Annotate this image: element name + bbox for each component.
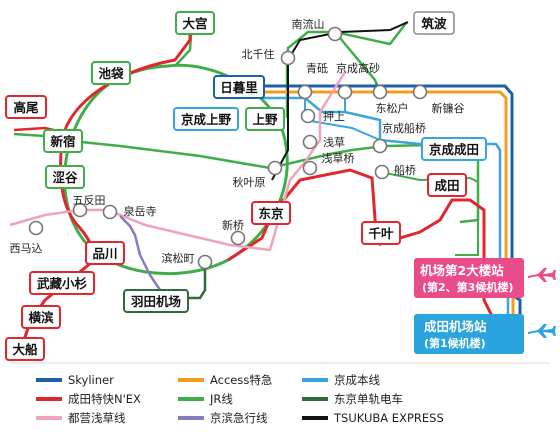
label-oshiage: 押上: [323, 109, 345, 123]
label-gotanda: 五反田: [73, 194, 106, 207]
legend-item: 东京单轨电车: [302, 392, 403, 406]
station-yokohama: 横滨: [28, 310, 54, 325]
terminal1-box: 成田机场站 (第1候机楼): [414, 314, 556, 354]
station-tokyo: 东京: [258, 206, 284, 221]
legend-item: 都营浅草线: [36, 411, 126, 425]
station-omiya: 大宫: [182, 16, 207, 31]
boxed-stations: 大宫 筑波 池袋 日暮里 高尾 京成上野 上野 新宿 京成成田 涩谷 成田 东京…: [5, 11, 487, 361]
legend-item: TSUKUBA EXPRESS: [302, 411, 444, 425]
station-keisei-ueno: 京成上野: [181, 112, 232, 127]
station-chiba: 千叶: [368, 226, 394, 241]
airplane-icon: [528, 268, 556, 282]
label-kita-senju: 北千住: [242, 47, 275, 61]
station-keisei-narita: 京成成田: [429, 142, 479, 157]
station-haneda: 羽田机场: [131, 294, 181, 309]
station-tsukuba: 筑波: [421, 16, 447, 31]
legend-item: 京滨急行线: [178, 411, 268, 425]
terminal2-subtitle: (第2、第3候机楼): [422, 280, 513, 294]
label-hamamatsucho: 滨松町: [162, 251, 195, 265]
legend-label: Skyliner: [68, 373, 114, 387]
station-shinjuku: 新宿: [50, 134, 75, 149]
label-sengakuji: 泉岳寺: [124, 204, 157, 218]
label-asakusa: 浅草: [323, 136, 345, 149]
label-keisei-takasago: 京成高砂: [336, 61, 380, 75]
station-ueno: 上野: [252, 112, 278, 127]
station-takao: 高尾: [13, 100, 39, 115]
legend-item: 京成本线: [302, 373, 380, 387]
airplane-icon: [528, 324, 556, 338]
legend-label: Access特急: [210, 373, 272, 387]
legend-item: 成田特快N'EX: [36, 392, 141, 406]
legend-item: Skyliner: [36, 373, 114, 387]
label-minami-nagareyama: 南流山: [292, 17, 325, 31]
label-akihabara: 秋叶原: [233, 175, 266, 189]
station-shinagawa: 品川: [92, 246, 117, 261]
label-nishi-magome: 西马込: [10, 242, 43, 255]
legend-label: 京成本线: [334, 373, 380, 387]
terminal2-title: 机场第2大楼站: [420, 263, 504, 278]
station-circles: [28, 26, 428, 270]
legend-label: 成田特快N'EX: [68, 392, 141, 406]
legend-label: 都营浅草线: [68, 411, 126, 425]
station-ikebukuro: 池袋: [98, 66, 124, 81]
legend-label: 京滨急行线: [210, 411, 268, 425]
label-shin-kamagaya: 新镰谷: [432, 101, 465, 115]
keikyu-line: [119, 215, 162, 291]
label-asakusabashi: 浅草桥: [322, 152, 355, 165]
station-ofuna: 大船: [12, 342, 38, 357]
tokyo-monorail-line: [180, 262, 207, 300]
label-shimbashi: 新桥: [222, 218, 244, 232]
legend-label: JR线: [209, 392, 233, 406]
station-labels: 南流山 北千住 青砥 京成高砂 押上 东松户 新镰谷 浅草 京成船桥 浅草桥 船…: [10, 17, 465, 265]
station-narita: 成田: [434, 178, 459, 193]
station-musashi-kosugi: 武藏小杉: [37, 276, 88, 291]
terminal1-title: 成田机场站: [424, 319, 487, 334]
terminal2-box: 机场第2大楼站 (第2、第3候机楼): [414, 258, 556, 298]
station-shibuya: 涩谷: [52, 170, 78, 185]
legend-label: 东京单轨电车: [334, 392, 403, 406]
label-keisei-funabashi: 京成船桥: [382, 121, 426, 135]
label-funabashi: 船桥: [394, 163, 416, 177]
jr-narita: [379, 171, 479, 256]
legend-item: JR线: [178, 392, 233, 406]
label-higashi-matsudo: 东松户: [376, 101, 409, 115]
legend-label: TSUKUBA EXPRESS: [333, 411, 444, 425]
skyliner-line: [262, 84, 522, 330]
station-nippori: 日暮里: [220, 80, 258, 95]
legend-item: Access特急: [178, 373, 272, 387]
tsukuba-express-line: [271, 21, 409, 181]
keisei-main-loop: [304, 90, 381, 141]
legend: Skyliner Access特急 京成本线 成田特快N'EX JR线 东京单轨…: [36, 373, 444, 425]
label-aoto: 青砥: [306, 62, 328, 75]
terminal1-subtitle: (第1候机楼): [424, 336, 486, 350]
